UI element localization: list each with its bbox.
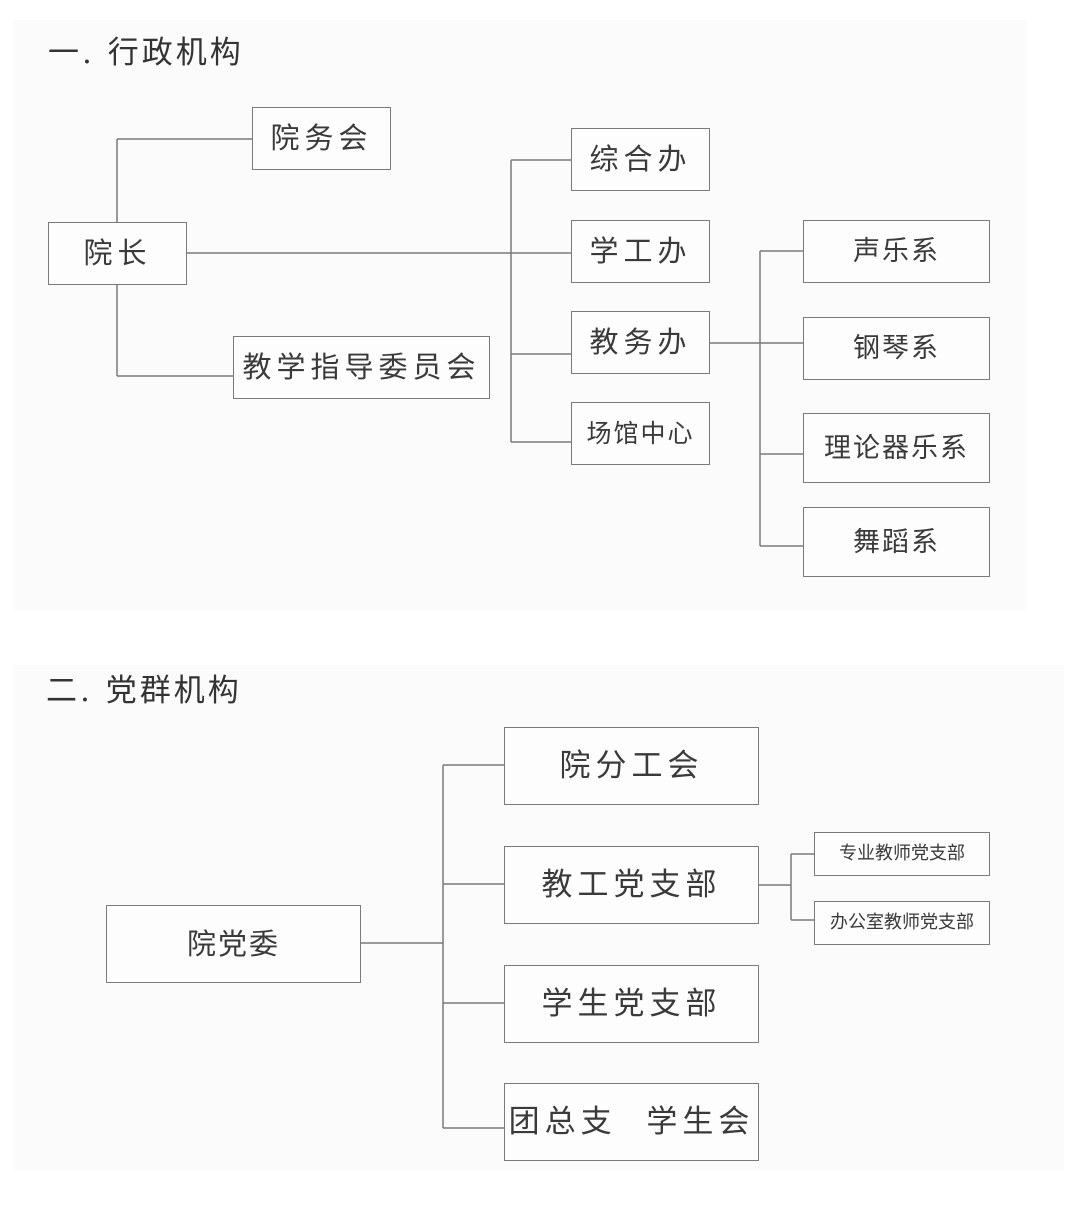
teaching-committee-box: 教学指导委员会: [233, 336, 490, 399]
party-branch-box: 院分工会: [504, 727, 759, 805]
council-box: 院务会: [252, 107, 391, 170]
office-box: 学工办: [571, 220, 710, 283]
party-committee-box: 院党委: [106, 905, 361, 983]
department-box: 声乐系: [803, 220, 990, 283]
office-box: 场馆中心: [571, 402, 710, 465]
party-branch-box: 学生党支部: [504, 965, 759, 1043]
office-box: 综合办: [571, 128, 710, 191]
administrative-heading: 一. 行政机构: [48, 35, 244, 71]
party-branch-box: 团总支 学生会: [504, 1083, 759, 1161]
party-branch-box: 教工党支部: [504, 846, 759, 924]
department-box: 钢琴系: [803, 317, 990, 380]
sub-branch-box: 办公室教师党支部: [814, 901, 990, 945]
party-heading: 二. 党群机构: [46, 673, 242, 709]
department-box: 舞蹈系: [803, 507, 990, 577]
office-box: 教务办: [571, 311, 710, 374]
department-box: 理论器乐系: [803, 413, 990, 483]
president-box: 院长: [48, 222, 187, 285]
sub-branch-box: 专业教师党支部: [814, 832, 990, 876]
